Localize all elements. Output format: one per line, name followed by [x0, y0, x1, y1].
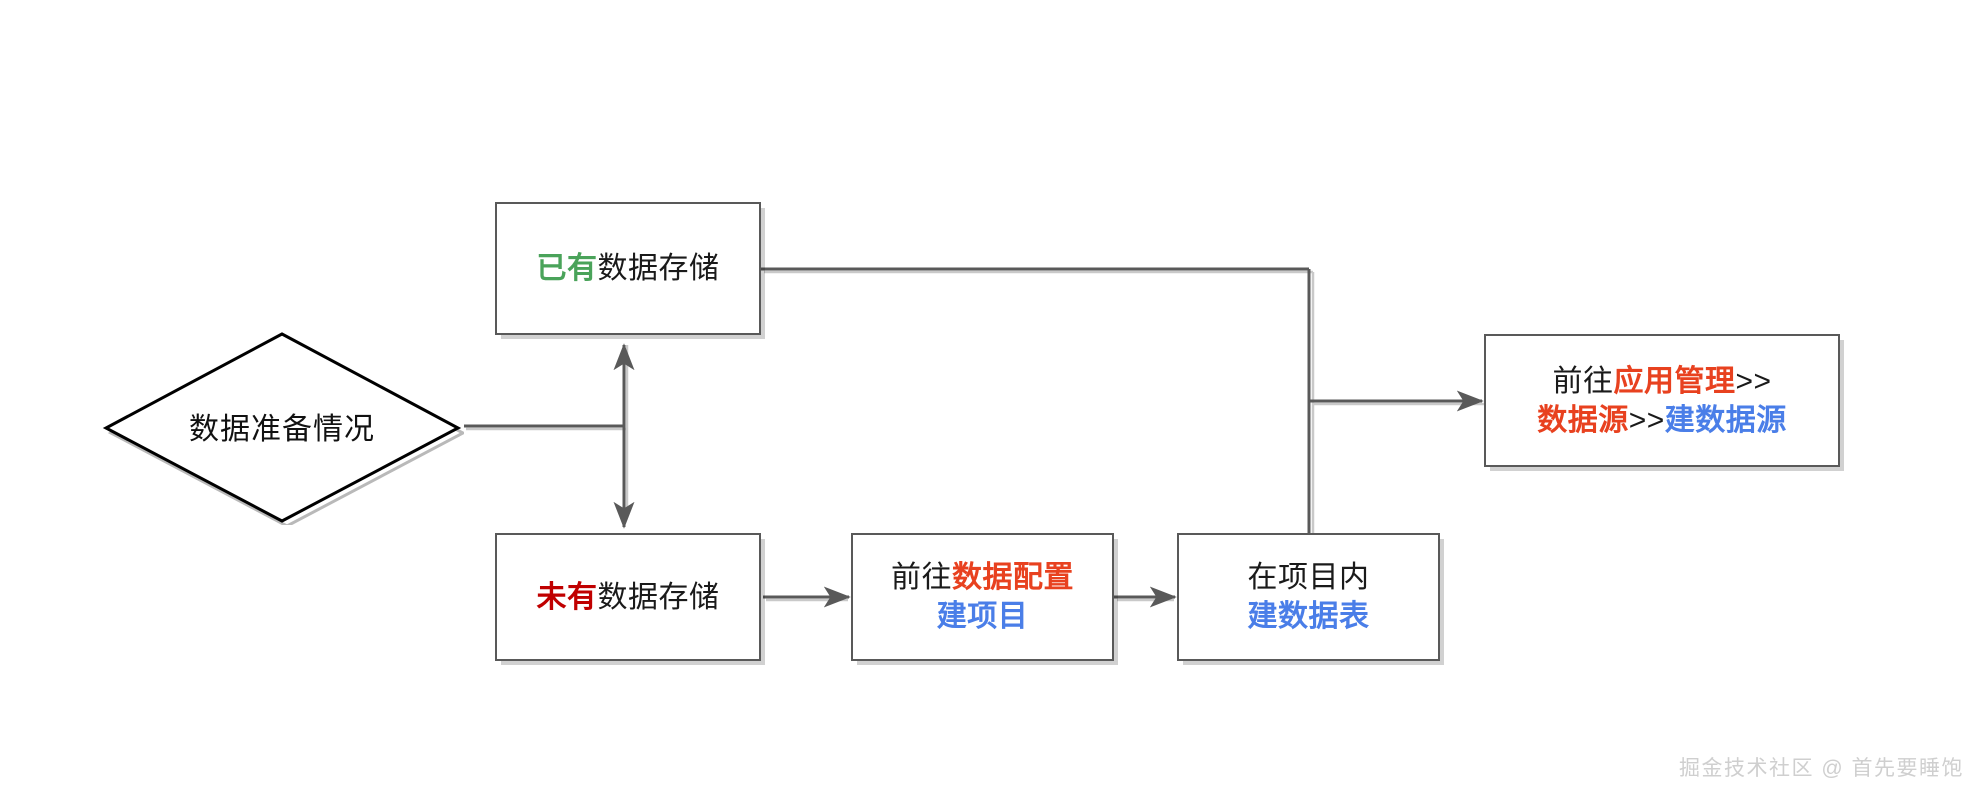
node-text-line: 未有数据存储 — [537, 578, 720, 617]
decision-data-preparation-status[interactable]: 数据准备情况 — [100, 327, 464, 525]
watermark: 掘金技术社区 @ 首先要睡饱 — [1679, 757, 1964, 780]
node-no-storage-text: 未有数据存储 — [537, 578, 720, 617]
node-text-part: 应用管理 — [1613, 364, 1736, 398]
node-create-table-text: 在项目内建数据表 — [1248, 558, 1370, 636]
node-text-part: 已有 — [536, 252, 598, 285]
node-text-part: >> — [1628, 403, 1665, 437]
node-text-part: 数据配置 — [952, 561, 1074, 594]
node-text-part: 前往 — [891, 561, 952, 594]
node-text-line: 前往应用管理>> — [1537, 362, 1787, 401]
node-text-line: 在项目内 — [1248, 558, 1370, 597]
node-goto-data-config[interactable]: 前往数据配置建项目 — [851, 533, 1114, 661]
node-text-part: 前往 — [1552, 364, 1614, 398]
node-text-part: 未有 — [536, 580, 598, 614]
node-has-storage[interactable]: 已有数据存储 — [495, 202, 761, 335]
node-text-part: 数据源 — [1537, 403, 1629, 437]
connector-shadows — [466, 270, 1485, 602]
decision-label: 数据准备情况 — [189, 413, 375, 446]
node-goto-app-management[interactable]: 前往应用管理>>数据源>>建数据源 — [1484, 334, 1840, 467]
node-text-line: 已有数据存储 — [537, 249, 720, 288]
node-text-line: 建数据表 — [1248, 597, 1370, 636]
node-text-part: 在项目内 — [1247, 561, 1370, 594]
node-has-storage-text: 已有数据存储 — [537, 249, 720, 288]
node-text-part: >> — [1735, 364, 1772, 398]
node-text-part: 数据存储 — [597, 252, 720, 285]
node-goto-data-config-text: 前往数据配置建项目 — [891, 558, 1074, 636]
diamond-shape — [102, 332, 464, 525]
node-text-part: 数据存储 — [597, 580, 720, 614]
node-goto-app-management-text: 前往应用管理>>数据源>>建数据源 — [1537, 362, 1787, 440]
node-text-line: 建项目 — [891, 597, 1074, 636]
node-create-table[interactable]: 在项目内建数据表 — [1177, 533, 1440, 661]
node-text-line: 前往数据配置 — [891, 558, 1074, 597]
node-text-part: 建项目 — [936, 600, 1029, 633]
node-text-part: 建数据表 — [1247, 600, 1370, 633]
node-no-storage[interactable]: 未有数据存储 — [495, 533, 761, 661]
node-text-part: 建数据源 — [1664, 403, 1787, 437]
node-text-line: 数据源>>建数据源 — [1537, 401, 1787, 440]
